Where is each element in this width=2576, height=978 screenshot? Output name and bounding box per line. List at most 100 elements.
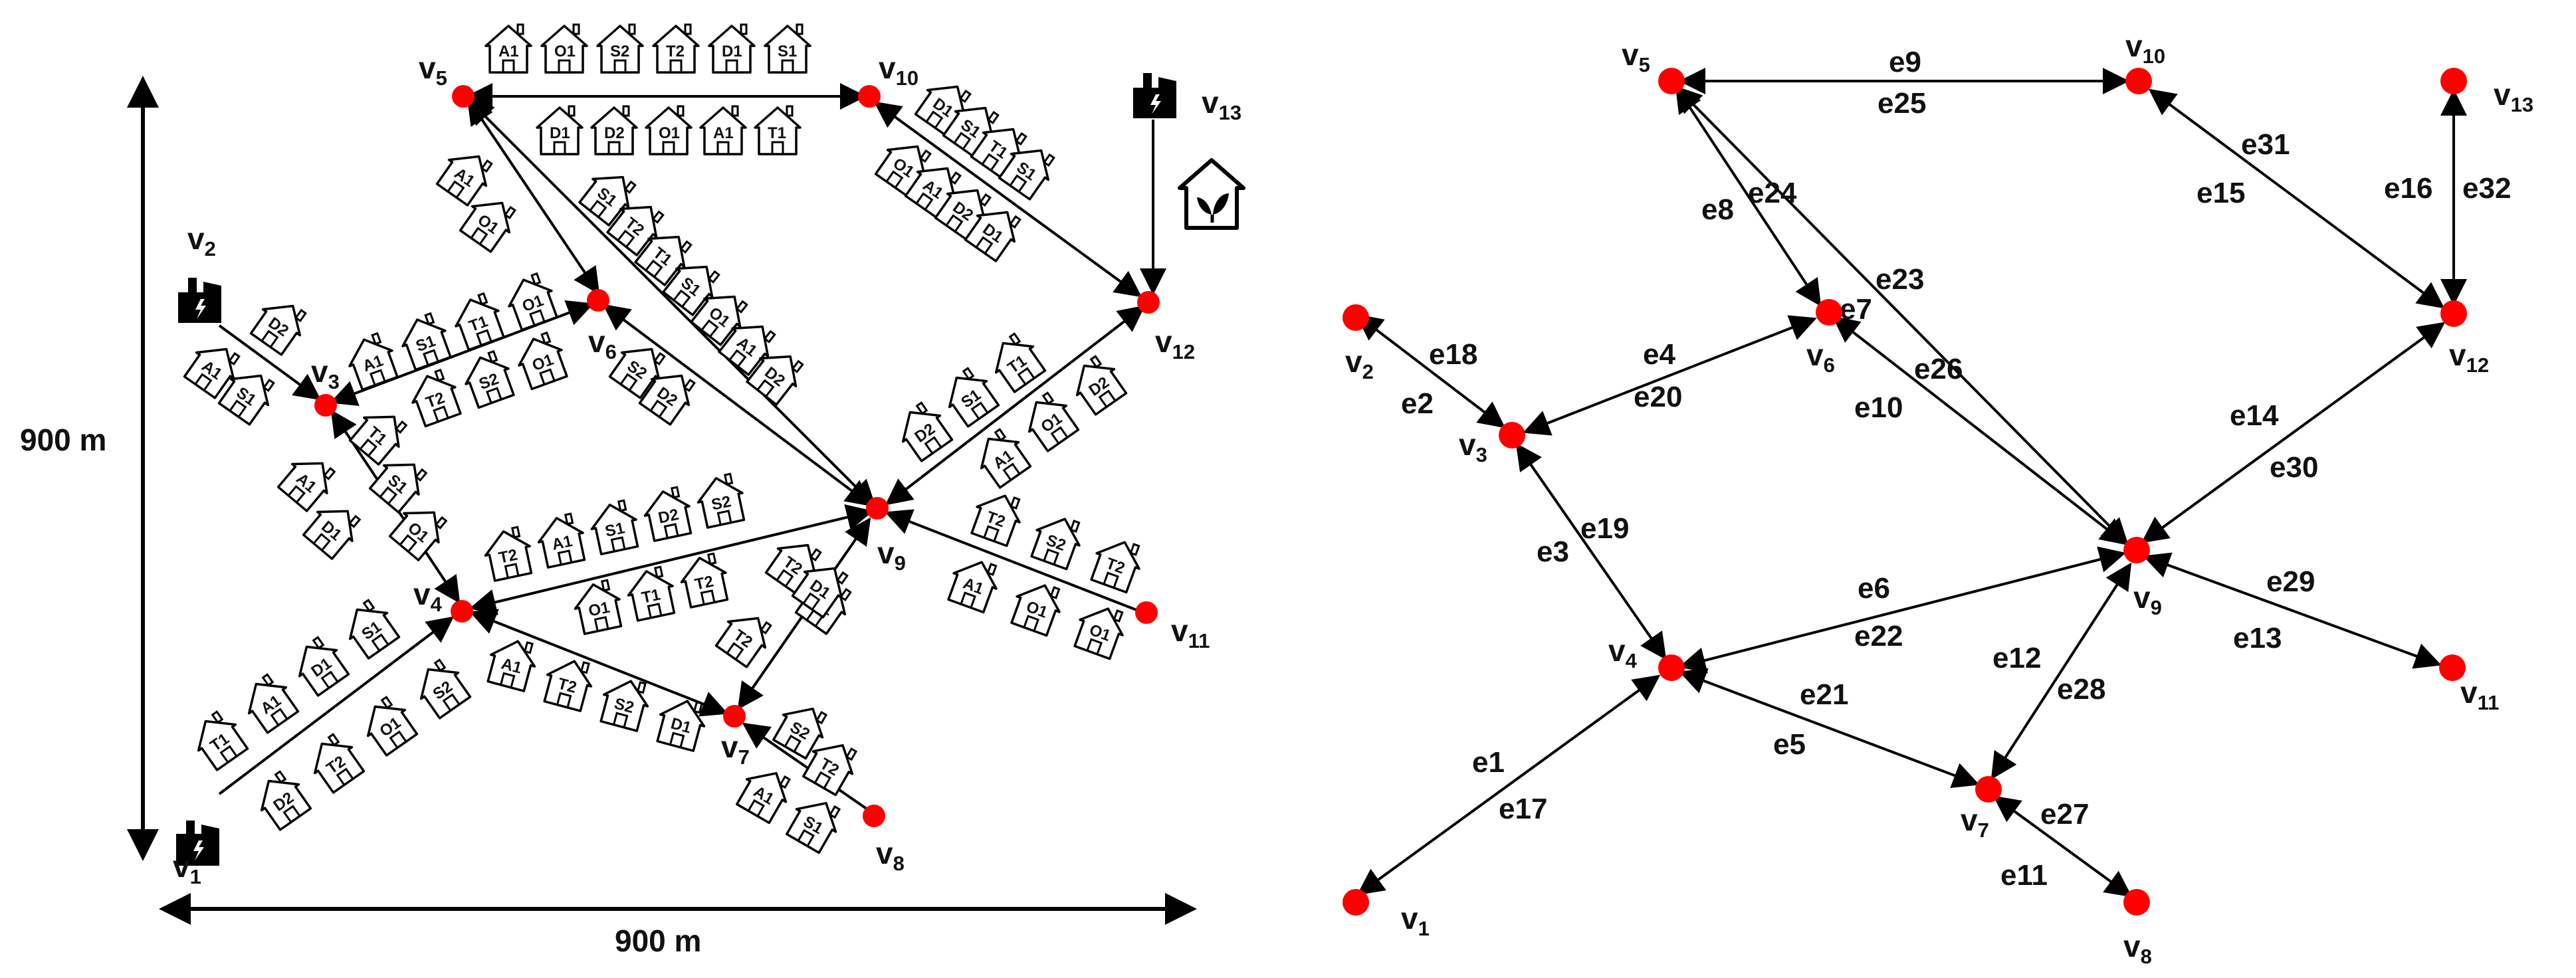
edge-label-e10: e10	[1854, 391, 1903, 424]
right-edge-9-11	[2143, 552, 2442, 669]
right-node-v9: v9	[2123, 537, 2162, 619]
left-node-v10: v10	[858, 50, 918, 108]
house-icon: D2	[249, 304, 307, 356]
edge-label-e20: e20	[1634, 381, 1682, 413]
house-icon: A1	[484, 23, 532, 74]
house-icon: T2	[680, 552, 729, 609]
right-node-v11-label: v11	[2460, 675, 2499, 714]
house-icon: O1	[388, 511, 448, 561]
left-panel-physical-layout: 900 m 900 m	[20, 23, 1245, 958]
edge-label-e9: e9	[1889, 46, 1921, 78]
house-code-label: D1	[722, 43, 742, 60]
left-edge-2-3	[218, 324, 322, 401]
right-node-v12: v12	[2440, 300, 2489, 377]
edge-label-e19: e19	[1580, 512, 1629, 545]
right-node-v4: v4	[1608, 633, 1685, 681]
edge-label-e11: e11	[2000, 859, 2048, 892]
house-icon: D1	[536, 105, 584, 155]
edge-label-e30: e30	[2270, 451, 2318, 484]
house-code-label: T1	[640, 586, 662, 607]
house-icon: T2	[970, 494, 1021, 547]
right-node-v5-label: v5	[1622, 37, 1650, 76]
house-icon: T1	[994, 332, 1047, 393]
house-icon: O1	[1010, 584, 1061, 637]
right-node-v13-label: v13	[2494, 77, 2533, 116]
left-node-v3: v3	[311, 354, 340, 417]
left-node-v13: v13	[1202, 85, 1241, 124]
house-icon: A1	[276, 462, 336, 512]
house-icon: O1	[540, 23, 588, 74]
edge-label-e28: e28	[2057, 673, 2105, 706]
house-code-label: D2	[604, 124, 625, 142]
house-icon: A1	[183, 347, 241, 399]
house-icon: D1	[298, 636, 350, 697]
right-node-v10-label: v10	[2125, 29, 2165, 68]
house-icon: A1	[718, 325, 776, 376]
house-icon: D1	[656, 700, 706, 752]
right-edge-3-4	[1515, 442, 1667, 660]
left-node-v9-label: v9	[877, 536, 906, 575]
edge-label-e21: e21	[1800, 678, 1848, 711]
house-icon: D1	[791, 567, 849, 619]
left-node-v11-label: v11	[1171, 613, 1210, 652]
house-icon: T1	[627, 565, 676, 622]
left-node-v9: v9	[866, 497, 906, 575]
edge-label-e31: e31	[2241, 128, 2290, 161]
house-icon: T2	[313, 733, 366, 794]
factory-icon	[176, 821, 219, 866]
right-edge-2-3	[1355, 314, 1506, 429]
house-icon: T1	[348, 415, 408, 466]
left-node-v5-label: v5	[419, 50, 447, 90]
right-node-v5: v5	[1622, 37, 1685, 94]
edge-label-e7: e7	[1840, 293, 1872, 326]
right-node-v8: v8	[2123, 889, 2152, 968]
house-icon: D2	[1075, 355, 1128, 416]
edge-label-e32: e32	[2462, 172, 2511, 205]
edge-label-e2: e2	[1401, 387, 1434, 420]
left-edge-9-12	[885, 305, 1146, 506]
left-node-v6-label: v6	[588, 324, 617, 363]
left-node-v8-label: v8	[876, 836, 905, 875]
edge-label-e5: e5	[1773, 728, 1806, 761]
house-icon: A1	[435, 155, 493, 207]
right-node-v3: v3	[1459, 422, 1525, 466]
house-icon: O1	[508, 272, 558, 332]
house-code-label: S2	[710, 492, 732, 514]
edge-label-e22: e22	[1854, 620, 1903, 652]
right-node-v1-label: v1	[1401, 901, 1430, 940]
left-node-v7: v7	[721, 705, 750, 769]
house-code-label: O1	[659, 124, 680, 142]
edge-label-e4: e4	[1643, 338, 1675, 371]
right-node-v8-dot	[2123, 889, 2150, 916]
house-icon: D1	[302, 510, 362, 560]
house-icon: T2	[652, 23, 700, 74]
left-edge-9-11	[885, 509, 1140, 613]
house-icon: S1	[764, 23, 811, 74]
left-edge-4-7	[469, 609, 728, 717]
right-panel-graph: e1 e2 e3 e4 e5 e6 e7 e8 e9 e10 e11 e12 e…	[1342, 29, 2533, 968]
right-node-v6-dot	[1816, 299, 1842, 326]
left-node-v2-label: v2	[187, 221, 216, 260]
left-edge-6-9	[602, 304, 873, 507]
house-icon: S1	[590, 499, 639, 555]
left-node-v12: v12	[1137, 291, 1195, 363]
house-code-label: A1	[550, 532, 574, 554]
right-edge-9-12	[2141, 322, 2446, 543]
left-node-v6-dot	[587, 289, 609, 312]
right-edge-5-9	[1675, 86, 2129, 545]
house-icon: S1	[578, 175, 637, 227]
house-icon: D2	[260, 770, 312, 831]
left-node-v7-label: v7	[721, 730, 750, 769]
house-icon: T2	[606, 205, 665, 256]
house-icon: T2	[802, 744, 858, 797]
house-icon: O1	[574, 579, 623, 635]
left-node-v9-dot	[866, 497, 889, 520]
house-icon: S1	[401, 312, 452, 371]
left-edge-1-4	[218, 616, 455, 795]
edge-label-e1: e1	[1472, 746, 1505, 779]
edge-label-e3: e3	[1537, 536, 1569, 568]
left-node-v8-dot	[863, 805, 885, 827]
house-icon: T2	[714, 617, 772, 668]
house-code-label: O1	[554, 43, 576, 60]
house-icon: T1	[754, 105, 802, 155]
